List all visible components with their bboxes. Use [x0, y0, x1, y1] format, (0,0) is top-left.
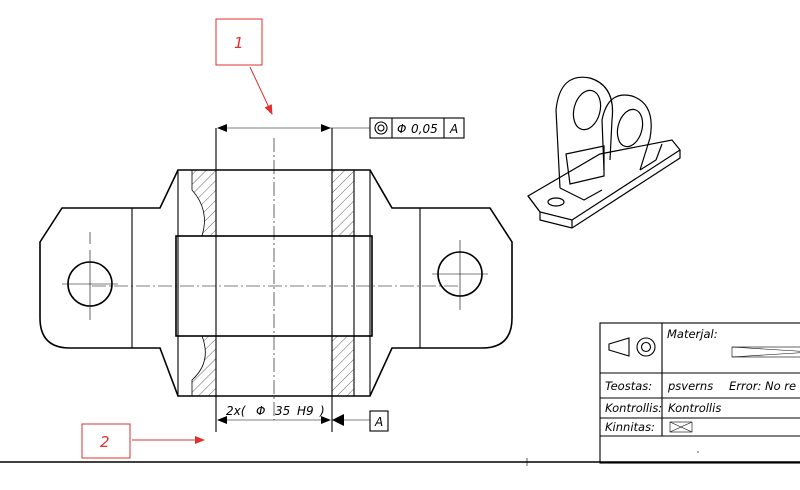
material-label: Materjal: — [667, 327, 718, 341]
datum-triangle-icon — [332, 414, 344, 426]
gdt-diameter-symbol: Φ — [397, 122, 406, 136]
bore-dimension: 2x( Φ 35 H9 ) A — [217, 404, 389, 432]
kinnitas-label: Kinnitas: — [605, 420, 655, 434]
gdt-tolerance: 0,05 — [411, 122, 438, 136]
bore-value: 35 — [275, 404, 290, 418]
balloon-2[interactable]: 2 — [81, 423, 205, 459]
teostas-error: Error: No re — [729, 379, 796, 393]
isometric-view — [527, 76, 681, 229]
title-block: Materjal: Teostas: psverns Error: No re … — [599, 322, 800, 464]
balloon-1[interactable]: 1 — [215, 18, 273, 115]
bore-prefix: 2x( — [226, 404, 247, 418]
signature-placeholder-icon — [669, 421, 693, 433]
concentricity-icon — [374, 121, 388, 135]
bore-diameter-symbol: Φ — [256, 404, 265, 418]
gdt-datum: A — [449, 122, 458, 136]
projection-symbol-icon — [608, 337, 656, 357]
kontrollis-value: Kontrollis — [668, 401, 721, 415]
bore-suffix: ) — [319, 404, 325, 418]
datum-label: A — [374, 415, 383, 429]
balloon-2-label: 2 — [100, 433, 110, 451]
section-view — [39, 128, 513, 432]
bore-fit: H9 — [297, 404, 314, 418]
balloon-1-label: 1 — [234, 34, 244, 52]
material-placeholder-icon — [731, 346, 800, 358]
teostas-label: Teostas: — [605, 379, 652, 393]
teostas-value: psverns — [667, 379, 713, 393]
gdt-frame: Φ 0,05 A — [369, 117, 465, 139]
kontrollis-label: Kontrollis: — [605, 401, 662, 415]
